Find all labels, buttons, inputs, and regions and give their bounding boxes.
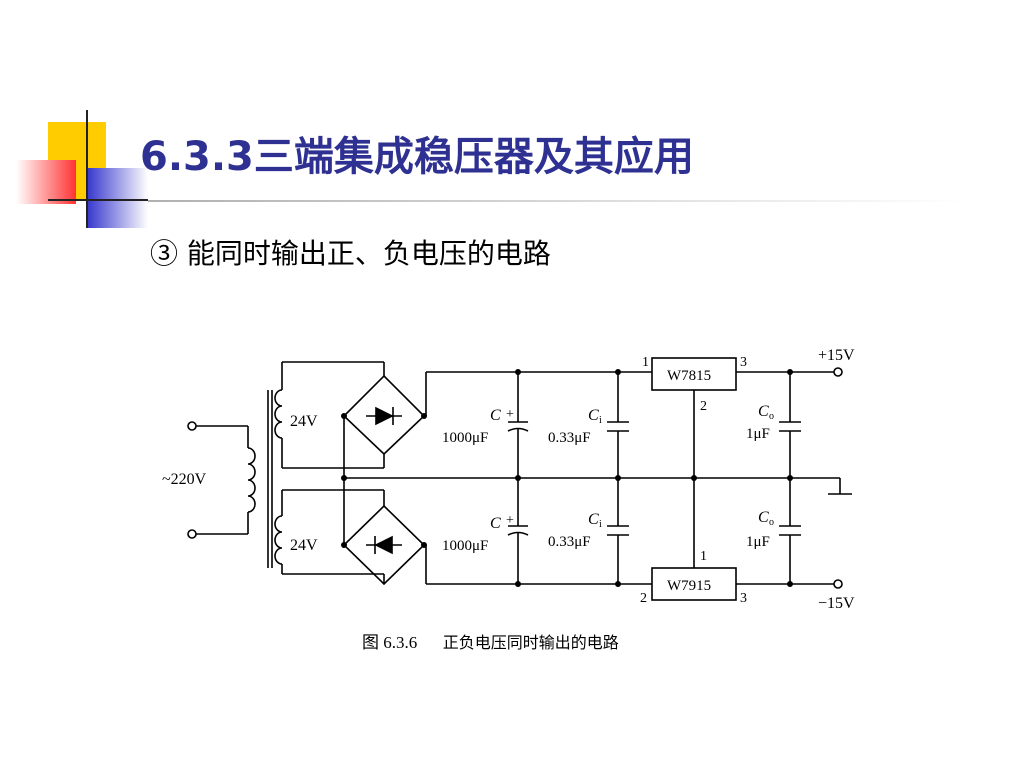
- cap-c-lower-value: 1000μF: [442, 538, 488, 554]
- cap-ci-upper-sub: i: [599, 415, 602, 426]
- cap-c-lower-name: C: [490, 515, 501, 532]
- cap-ci-lower-name: C: [588, 511, 599, 528]
- cap-co-upper-sub: o: [769, 411, 774, 422]
- cap-c-upper-value: 1000μF: [442, 430, 488, 446]
- figure-caption-text: 正负电压同时输出的电路: [442, 633, 619, 652]
- cap-co-lower-name: C: [758, 509, 769, 526]
- output-negative-label: −15V: [818, 595, 855, 612]
- upper-secondary-label: 24V: [290, 413, 318, 430]
- figure-caption: 图 6.3.6 正负电压同时输出的电路: [362, 628, 619, 653]
- reg-pos-pin-gnd: 2: [700, 399, 707, 414]
- slide-subtitle: ③ 能同时输出正、负电压的电路: [150, 237, 551, 270]
- cap-ci-upper-name: C: [588, 407, 599, 424]
- cap-co-upper-name: C: [758, 403, 769, 420]
- circuit-diagram: ~220V 24V 24V C + 1000μF C i 0.33μF C o …: [162, 347, 855, 612]
- deco-vertical-line: [86, 110, 88, 228]
- reg-neg-pin-in: 2: [640, 591, 647, 606]
- reg-neg-pin-out: 3: [740, 591, 747, 606]
- cap-c-upper-polarity: +: [506, 407, 514, 422]
- cap-c-lower-polarity: +: [506, 513, 514, 528]
- cap-co-lower-sub: o: [769, 517, 774, 528]
- lower-secondary-label: 24V: [290, 537, 318, 554]
- reg-pos-pin-out: 3: [740, 355, 747, 370]
- deco-blue-block: [86, 168, 148, 228]
- cap-co-lower-value: 1μF: [746, 534, 770, 550]
- cap-ci-upper-value: 0.33μF: [548, 430, 591, 446]
- cap-ci-lower-sub: i: [599, 519, 602, 530]
- reg-pos-name: W7815: [667, 368, 711, 384]
- cap-co-upper-value: 1μF: [746, 426, 770, 442]
- deco-horizontal-line: [48, 199, 148, 201]
- slide-title: 6.3.3三端集成稳压器及其应用: [140, 134, 694, 180]
- cap-ci-lower-value: 0.33μF: [548, 534, 591, 550]
- figure-caption-number: 图 6.3.6: [362, 633, 418, 652]
- cap-c-upper-name: C: [490, 407, 501, 424]
- deco-red-block: [16, 160, 76, 204]
- reg-neg-name: W7915: [667, 578, 711, 594]
- reg-pos-pin-in: 1: [642, 355, 649, 370]
- input-voltage-label: ~220V: [162, 471, 207, 488]
- output-positive-label: +15V: [818, 347, 855, 364]
- title-underline: [148, 200, 968, 202]
- reg-neg-pin-gnd: 1: [700, 549, 707, 564]
